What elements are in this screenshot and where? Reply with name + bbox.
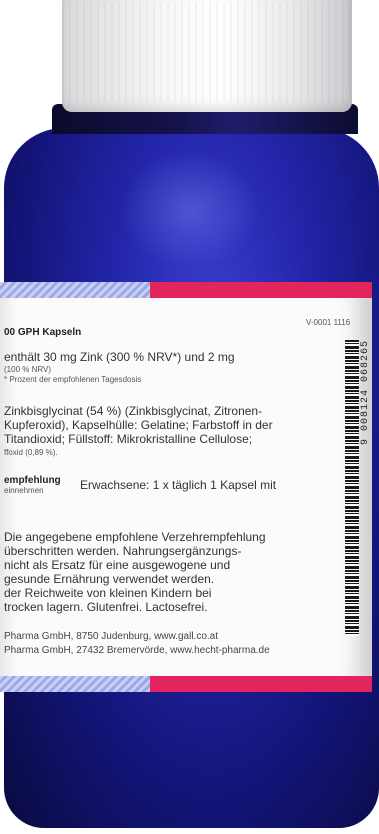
ingredients-line-2: Kupferoxid), Kapselhülle: Gelatine; Farb…	[4, 418, 273, 432]
barcode	[345, 340, 359, 636]
zinc-line-2: (100 % NRV)	[4, 365, 51, 374]
label-stripe-top-left	[0, 282, 150, 298]
bottle-cap	[62, 0, 352, 112]
nrv-note: * Prozent der empfohlenen Tagesdosis	[4, 375, 142, 384]
dosage-label: empfehlung	[4, 475, 61, 486]
product-line: 00 GPH Kapseln	[4, 327, 82, 338]
zinc-line-1: enthält 30 mg Zink (300 % NRV*) und 2 mg	[4, 350, 235, 364]
ingredients-line-4: ffoxid (0,89 %).	[4, 448, 58, 457]
dosage-sub: einnehmen	[4, 486, 44, 495]
address-line-1: Pharma GmbH, 8750 Judenburg, www.gall.co…	[4, 631, 218, 642]
warning-line-6: trocken lagern. Glutenfrei. Lactosefrei.	[4, 600, 208, 614]
dosage-text: Erwachsene: 1 x täglich 1 Kapsel mit	[80, 478, 277, 492]
label-code: V-0001 1116	[306, 318, 351, 327]
address-line-2: Pharma GmbH, 27432 Bremervörde, www.hech…	[4, 645, 270, 656]
product-label: V-0001 1116 00 GPH Kapseln enthält 30 mg…	[0, 282, 372, 692]
warning-line-4: gesunde Ernährung verwendet werden.	[4, 572, 215, 586]
label-stripe-top-right	[150, 282, 372, 298]
cap-ridges	[62, 2, 352, 102]
barcode-number: 9 008124 068265	[360, 340, 371, 446]
warning-line-5: der Reichweite von kleinen Kindern bei	[4, 586, 212, 600]
warning-line-2: überschritten werden. Nahrungsergänzungs…	[4, 544, 242, 558]
bottle-highlight	[120, 150, 260, 270]
ingredients-line-3: Titandioxid; Füllstoff: Mikrokristalline…	[4, 432, 253, 446]
ingredients-line-1: Zinkbisglycinat (54 %) (Zinkbisglycinat,…	[4, 404, 263, 418]
label-stripe-bottom-left	[0, 676, 150, 692]
warning-line-1: Die angegebene empfohlene Verzehrempfehl…	[4, 530, 266, 544]
label-stripe-bottom-right	[150, 676, 372, 692]
warning-line-3: nicht als Ersatz für eine ausgewogene un…	[4, 558, 231, 572]
